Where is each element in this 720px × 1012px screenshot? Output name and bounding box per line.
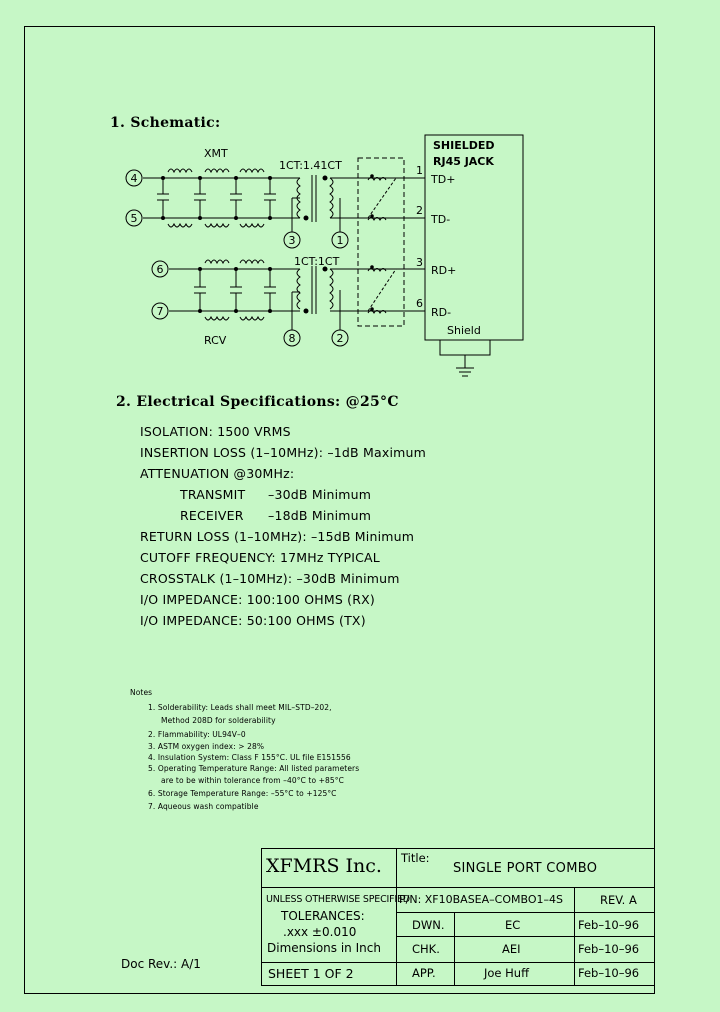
revision: REV. A [600,893,637,907]
spec-isolation: ISOLATION: 1500 VRMS [140,424,291,439]
tolerance-value: .xxx ±0.010 [283,925,357,939]
node-3: 3 [289,234,296,247]
doc-title: SINGLE PORT COMBO [453,861,598,876]
spec-cutoff: CUTOFF FREQUENCY: 17MHz TYPICAL [140,550,380,565]
jack-title-line2: RJ45 JACK [433,155,494,168]
tb-app-date-cell [574,962,655,986]
pin-6-label: RD- [431,306,451,319]
title-label: Title: [401,851,430,865]
dwn-name: EC [505,918,521,932]
app-date: Feb–10–96 [578,966,640,980]
spec-insertion-loss: INSERTION LOSS (1–10MHz): –1dB Maximum [140,445,426,460]
sheet-number: SHEET 1 OF 2 [268,966,354,981]
note-5: 5. Operating Temperature Range: All list… [148,764,360,773]
rx-ratio-label: 1CT:1CT [294,255,340,268]
spec-impedance-rx: I/O IMPEDANCE: 100:100 OHMS (RX) [140,592,375,607]
xmt-label: XMT [204,147,228,160]
jack-title-line1: SHIELDED [433,139,495,152]
unless-specified: UNLESS OTHERWISE SPECIFIED [266,894,410,905]
schematic-heading: 1. Schematic: [110,115,221,131]
chk-label: CHK. [412,942,440,956]
node-2: 2 [337,332,344,345]
note-7: 7. Aqueous wash compatible [148,802,259,811]
spec-receiver-label: RECEIVER [180,508,244,523]
node-4: 4 [131,172,138,185]
app-name: Joe Huff [484,966,530,980]
dimensions-note: Dimensions in Inch [267,941,381,955]
node-5: 5 [131,212,138,225]
notes-heading: Notes [130,688,153,697]
spec-transmit-value: –30dB Minimum [268,487,372,502]
chk-date: Feb–10–96 [578,942,640,956]
shield-label: Shield [447,324,481,337]
spec-return-loss: RETURN LOSS (1–10MHz): –15dB Minimum [140,529,415,544]
note-1: 1. Solderability: Leads shall meet MIL–S… [148,703,332,712]
node-6: 6 [157,263,164,276]
tx-ratio-label: 1CT:1.41CT [279,159,342,172]
note-2: 2. Flammability: UL94V–0 [148,730,246,739]
tolerances-label: TOLERANCES: [281,909,365,923]
dwn-date: Feb–10–96 [578,918,640,932]
note-5-cont: are to be within tolerance from –40°C to… [161,776,344,785]
pin-2-label: TD- [430,213,450,226]
node-8: 8 [289,332,296,345]
spec-attenuation: ATTENUATION @30MHz: [140,466,295,481]
app-label: APP. [412,966,436,980]
note-3: 3. ASTM oxygen index: > 28% [148,742,265,751]
pin-2-num: 2 [416,204,423,217]
pin-3-label: RD+ [431,264,456,277]
schematic-diagram: 4 5 6 7 3 1 8 2 XMT RCV 1CT:1.41CT 1CT:1… [125,134,524,377]
node-7: 7 [157,305,164,318]
node-1: 1 [337,234,344,247]
spec-impedance-tx: I/O IMPEDANCE: 50:100 OHMS (TX) [140,613,366,628]
note-1-cont: Method 208D for solderability [161,716,276,725]
pin-6-num: 6 [416,297,423,310]
pin-1-label: TD+ [430,173,455,186]
drawing-frame [24,26,655,994]
shield-tab [439,339,491,356]
electrical-heading: 2. Electrical Specifications: @25°C [116,394,399,410]
part-number: P/N: XF10BASEA–COMBO1–4S [399,893,563,906]
note-6: 6. Storage Temperature Range: –55°C to +… [148,789,337,798]
spec-crosstalk: CROSSTALK (1–10MHz): –30dB Minimum [140,571,400,586]
doc-revision: Doc Rev.: A/1 [121,957,201,971]
spec-receiver-value: –18dB Minimum [268,508,372,523]
pin-1-num: 1 [416,164,423,177]
chk-name: AEI [502,942,521,956]
company-name: XFMRS Inc. [266,855,382,877]
common-mode-choke-box [357,157,405,327]
note-4: 4. Insulation System: Class F 155°C. UL … [148,753,351,762]
dwn-label: DWN. [412,918,445,932]
spec-transmit-label: TRANSMIT [180,487,246,502]
rcv-label: RCV [204,334,227,347]
pin-3-num: 3 [416,256,423,269]
